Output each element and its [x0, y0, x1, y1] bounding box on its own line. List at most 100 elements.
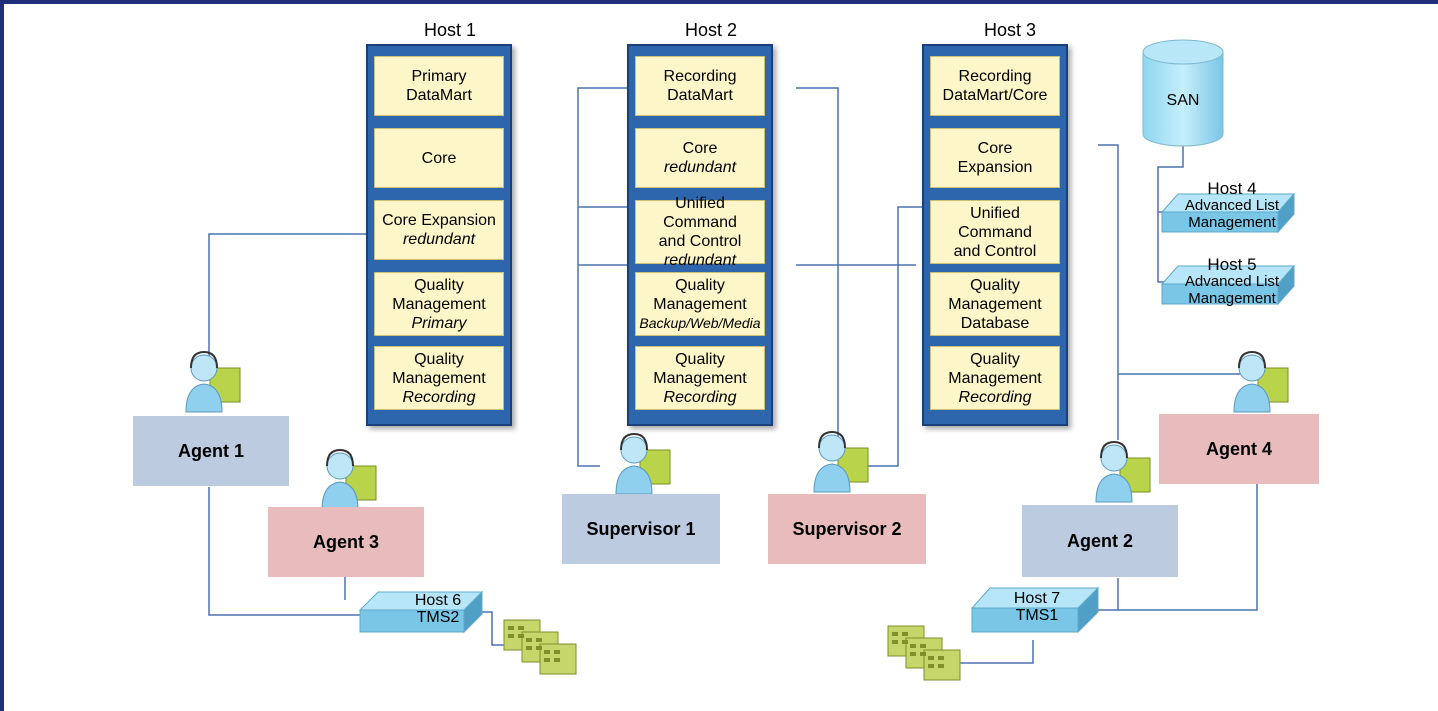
host1-module-core-expansion: Core Expansion redundant	[374, 200, 504, 260]
module-line: Quality	[414, 276, 464, 294]
host2-module-recording-datamart: Recording DataMart	[635, 56, 765, 116]
module-line: Core	[977, 140, 1013, 157]
agent2-box: Agent 2	[1022, 505, 1178, 577]
host5-name: Host 5	[1207, 255, 1257, 274]
host6-label: Host 6 TMS2	[398, 592, 478, 626]
host1-module-qm-recording: Quality Management Recording	[374, 346, 504, 410]
module-line: Management	[653, 295, 747, 313]
supervisor2-box: Supervisor 2	[768, 494, 926, 564]
host3-title: Host 3	[983, 20, 1037, 40]
module-line: Expansion	[957, 159, 1033, 176]
host1-module-primary-datamart: Primary DataMart	[374, 56, 504, 116]
module-line: Quality	[675, 276, 725, 294]
module-note: Primary	[411, 314, 467, 332]
host6-role: TMS2	[416, 609, 460, 626]
module-note: redundant	[402, 231, 476, 248]
agent1-box: Agent 1	[133, 416, 289, 486]
module-line: Quality	[970, 276, 1020, 294]
module-line: Management	[948, 369, 1042, 387]
module-line: Management	[392, 369, 486, 387]
host2-rack: Recording DataMart Core redundant Unifie…	[627, 44, 773, 426]
server-icon	[358, 590, 484, 634]
module-line: DataMart/Core	[942, 87, 1048, 104]
host7-label: Host 7 TMS1	[992, 590, 1082, 624]
san-label: SAN	[1166, 92, 1200, 109]
module-note: Recording	[402, 388, 476, 406]
person-headset-icon	[813, 430, 869, 493]
host2-title: Host 2	[684, 20, 738, 40]
wire-supervisor2-host3	[868, 206, 925, 467]
module-line: Core	[421, 149, 457, 167]
host3-rack: Recording DataMart/Core Core Expansion U…	[922, 44, 1068, 426]
database-cylinder-icon	[1142, 39, 1224, 147]
module-line: Management	[392, 295, 486, 313]
phone-bank-icon	[887, 625, 961, 681]
module-line: Quality	[675, 350, 725, 368]
host2-module-ucc: Unified Command and Control redundant	[635, 195, 765, 269]
phone-bank-icon	[503, 619, 577, 675]
agent3-box: Agent 3	[268, 507, 424, 577]
module-note: redundant	[663, 252, 737, 269]
wire-agent1-host6	[208, 487, 362, 616]
module-line: Unified Command	[663, 195, 737, 231]
host1-rack: Primary DataMart Core Core Expansion red…	[366, 44, 512, 426]
module-note: Backup/Web/Media	[639, 314, 761, 331]
host5-role-1: Advanced List	[1184, 273, 1280, 290]
person-headset-icon	[185, 350, 241, 413]
host7-name: Host 7	[1013, 590, 1061, 607]
host4-role-2: Management	[1188, 214, 1276, 231]
module-note: redundant	[663, 159, 737, 176]
wire-supervisor1-host2	[577, 87, 630, 467]
module-line: Database	[960, 314, 1030, 332]
person-headset-icon	[615, 432, 671, 495]
host2-module-qm-recording: Quality Management Recording	[635, 346, 765, 410]
person-headset-icon	[1233, 350, 1289, 413]
host4-role-1: Advanced List	[1184, 197, 1280, 214]
host3-module-recording-datamart-core: Recording DataMart/Core	[930, 56, 1060, 116]
module-note: Recording	[958, 388, 1032, 406]
host3-module-core-expansion: Core Expansion	[930, 128, 1060, 188]
host3-module-ucc: Unified Command and Control	[930, 200, 1060, 264]
wire-host7-phones	[940, 640, 1034, 664]
host1-module-qm-primary: Quality Management Primary	[374, 272, 504, 336]
supervisor1-box: Supervisor 1	[562, 494, 720, 564]
module-line: Recording	[958, 68, 1032, 85]
host5-label: Host 5 Advanced List Management	[1172, 256, 1292, 307]
module-line: and Control	[658, 233, 742, 250]
host1-module-core: Core	[374, 128, 504, 188]
wire-agent4-host7	[1118, 484, 1258, 611]
module-line: Core	[682, 140, 718, 157]
module-line: Quality	[414, 350, 464, 368]
module-line: Primary	[411, 68, 467, 85]
wire-host3-agent2	[1098, 144, 1119, 440]
host5-role-2: Management	[1188, 290, 1276, 307]
host6-name: Host 6	[414, 592, 462, 609]
host2-module-core: Core redundant	[635, 128, 765, 188]
module-line: Quality	[970, 350, 1020, 368]
module-line: DataMart	[667, 87, 733, 104]
agent4-box: Agent 4	[1159, 414, 1319, 484]
module-line: DataMart	[406, 87, 472, 104]
host4-name: Host 4	[1207, 179, 1257, 198]
module-line: and Control	[953, 242, 1037, 260]
server-icon	[1160, 264, 1296, 306]
wire-agent1-host1	[208, 233, 370, 370]
host4-label: Host 4 Advanced List Management	[1172, 180, 1292, 231]
host3-module-qm-recording: Quality Management Recording	[930, 346, 1060, 410]
person-headset-icon	[321, 448, 377, 511]
server-icon	[970, 586, 1100, 634]
host2-module-qm-backup: Quality Management Backup/Web/Media	[635, 272, 765, 336]
host1-title: Host 1	[423, 20, 477, 40]
host7-role: TMS1	[1015, 607, 1059, 624]
module-line: Core Expansion	[382, 212, 496, 229]
person-headset-icon	[1095, 440, 1151, 503]
module-line: Management	[653, 369, 747, 387]
module-line: Recording	[663, 68, 737, 85]
module-line: Unified Command	[958, 204, 1032, 241]
host3-module-qm-database: Quality Management Database	[930, 272, 1060, 336]
server-icon	[1160, 192, 1296, 234]
module-note: Recording	[663, 388, 737, 406]
wire-host2-supervisor2	[796, 87, 839, 440]
